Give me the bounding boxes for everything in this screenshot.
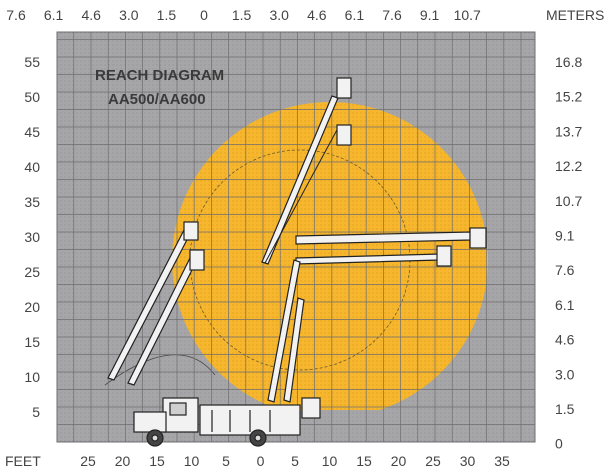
boom-vertical [267,259,301,403]
feet-left-tick-label: 35 [24,194,40,210]
diagram-title: REACH DIAGRAM [95,67,224,84]
meters-right-axis: 16.8 15.2 13.7 12.2 10.7 9.1 7.6 6.1 4.6 3.0 1.5 0 [555,54,582,452]
lower-reach-arc [104,354,216,386]
meters-top-tick-label: 0 [200,7,208,23]
meters-top-tick-label: 4.6 [307,7,327,23]
feet-left-axis: 55 50 45 40 35 30 25 20 15 10 5 [24,54,40,420]
meters-top-tick-label: 10.7 [454,7,481,23]
aerial-bucket-icon [183,77,487,419]
feet-bottom-tick-label: 35 [494,453,510,469]
meters-top-tick-label: 7.6 [6,7,26,23]
meters-right-tick-label: 16.8 [555,54,582,70]
feet-bottom-tick-label: 25 [425,453,441,469]
meters-right-tick-label: 12.2 [555,158,582,174]
meters-top-tick-label: 3.0 [119,7,139,23]
utility-truck-icon [133,397,301,447]
feet-left-tick-label: 30 [24,229,40,245]
feet-left-tick-label: 5 [32,404,40,420]
feet-bottom-tick-label: 10 [184,453,200,469]
feet-bottom-tick-label: 5 [291,453,299,469]
meters-top-tick-label: 3.0 [269,7,289,23]
feet-left-tick-label: 15 [24,334,40,350]
meters-right-tick-label: 0 [555,436,563,452]
meters-right-tick-label: 6.1 [555,297,575,313]
feet-left-tick-label: 55 [24,54,40,70]
feet-left-tick-label: 40 [24,159,40,175]
meters-top-tick-label: 1.5 [157,7,177,23]
meters-top-tick-label: 4.6 [81,7,101,23]
meters-right-tick-label: 15.2 [555,89,582,105]
feet-bottom-tick-label: 5 [222,453,230,469]
boom-vertical-2 [283,297,305,403]
meters-right-tick-label: 10.7 [555,193,582,209]
feet-left-tick-label: 25 [24,264,40,280]
meters-top-tick-label: 7.6 [382,7,402,23]
meters-right-tick-label: 3.0 [555,366,575,382]
feet-bottom-tick-label: 15 [356,453,372,469]
feet-bottom-tick-label: 20 [115,453,131,469]
meters-unit-label: METERS [546,7,604,23]
meters-right-tick-label: 9.1 [555,228,575,244]
feet-left-tick-label: 50 [24,89,40,105]
feet-bottom-tick-label: 30 [460,453,476,469]
meters-top-axis: 7.6 6.1 4.6 3.0 1.5 0 1.5 3.0 4.6 6.1 7.6 9.1 10.7 [6,7,481,23]
boom-group [107,95,471,403]
meters-right-tick-label: 1.5 [555,401,575,417]
diagram-model: AA500/AA600 [108,91,206,108]
meters-right-tick-label: 7.6 [555,262,575,278]
feet-bottom-tick-label: 0 [257,453,265,469]
feet-bottom-axis: 25 20 15 10 5 0 5 10 15 20 25 30 35 [80,453,510,469]
meters-top-tick-label: 9.1 [420,7,440,23]
feet-bottom-tick-label: 10 [322,453,338,469]
feet-bottom-tick-label: 25 [80,453,96,469]
meters-top-tick-label: 6.1 [44,7,64,23]
meters-top-tick-label: 6.1 [345,7,365,23]
meters-right-tick-label: 13.7 [555,123,582,139]
grid-lines [56,31,536,443]
meters-top-tick-label: 1.5 [232,7,252,23]
feet-left-tick-label: 45 [24,124,40,140]
truck-hood [133,411,167,433]
feet-left-tick-label: 20 [24,299,40,315]
feet-bottom-tick-label: 20 [391,453,407,469]
feet-left-tick-label: 10 [24,369,40,385]
feet-bottom-tick-label: 15 [149,453,165,469]
feet-unit-label: FEET [5,453,41,469]
meters-right-tick-label: 4.6 [555,332,575,348]
